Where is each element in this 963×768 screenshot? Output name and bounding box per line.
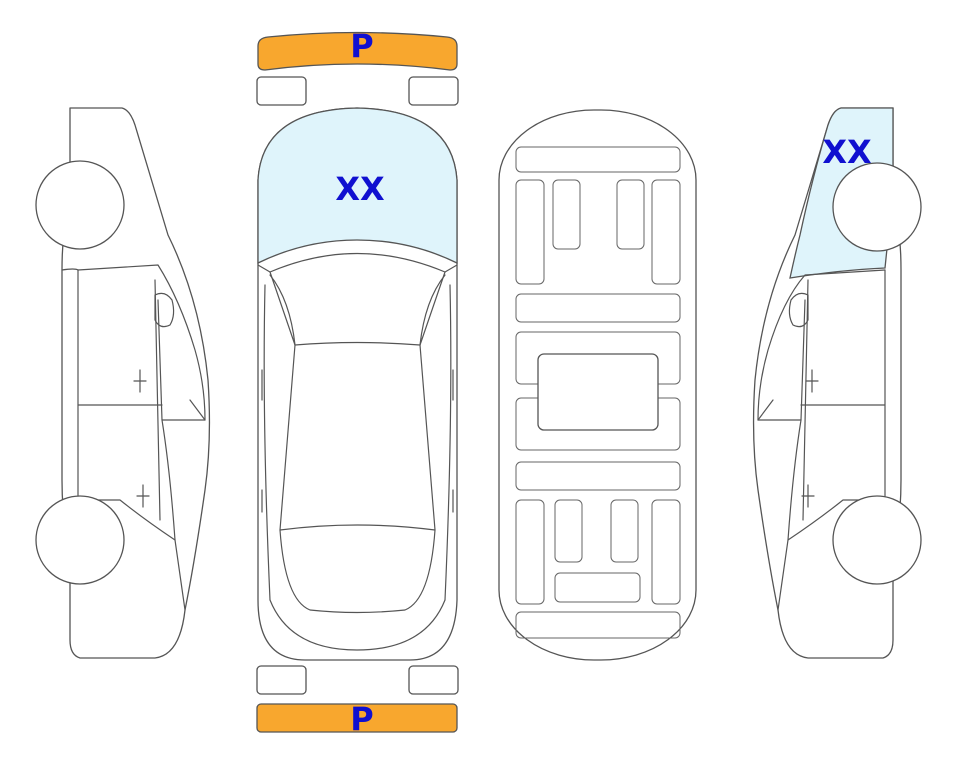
left-side-rear-window: [77, 264, 206, 421]
underbody-panel: [515, 179, 545, 285]
right-side-mirror: [788, 292, 809, 328]
car-underbody-view: [498, 109, 697, 661]
underbody-panel: [651, 179, 681, 285]
underbody-panel-rear: [515, 611, 681, 639]
underbody-panel: [554, 572, 641, 603]
top-door-lines: [261, 274, 454, 513]
right-side-hood-line: [757, 399, 789, 611]
top-roof: [279, 344, 436, 531]
underbody-panel: [515, 461, 681, 491]
top-front-left-wheel[interactable]: [256, 76, 307, 106]
left-side-door-handle-rear: [133, 369, 147, 393]
right-side-door-handle-rear: [801, 484, 815, 508]
top-side-lines-right: [444, 264, 458, 601]
top-side-lines-left: [257, 264, 271, 601]
top-front-right-wheel[interactable]: [408, 76, 459, 106]
underbody-panel: [515, 293, 681, 323]
right-side-door-handle-front: [805, 369, 819, 393]
underbody-panel: [554, 499, 583, 563]
top-rear-left-wheel[interactable]: [256, 665, 307, 695]
left-side-hood-line: [174, 399, 206, 611]
front-bumper-zone[interactable]: [257, 31, 458, 71]
rear-bumper-zone[interactable]: [256, 703, 458, 733]
right-side-rear-wheel[interactable]: [832, 495, 922, 585]
hood-label: XX: [335, 170, 385, 208]
car-left-side-view: [35, 107, 211, 659]
top-rear-right-wheel[interactable]: [408, 665, 459, 695]
left-side-door-handle-front: [136, 484, 150, 508]
right-side-front-wheel[interactable]: [832, 162, 922, 252]
left-side-front-wheel[interactable]: [35, 495, 125, 585]
car-top-view: P XX P: [256, 27, 459, 738]
right-side-window: [757, 269, 886, 421]
right-side-door-line: [787, 269, 886, 541]
underbody-panel: [651, 499, 681, 605]
top-rear-window: [279, 529, 436, 614]
underbody-panel: [610, 499, 639, 563]
top-trunk-lines: [269, 599, 446, 651]
left-side-rear-wheel[interactable]: [35, 160, 125, 250]
left-side-door-line: [77, 279, 176, 541]
underbody-panel: [616, 179, 645, 250]
left-side-mirror: [154, 292, 175, 328]
underbody-panel: [552, 179, 581, 250]
rear-bumper-label: P: [350, 700, 373, 738]
car-right-side-view: XX: [752, 107, 922, 659]
underbody-panel: [515, 499, 545, 605]
underbody-center-plate: [537, 353, 659, 431]
front-bumper-label: P: [350, 27, 373, 65]
hood-zone[interactable]: [257, 107, 458, 265]
underbody-panel-front: [515, 146, 681, 173]
